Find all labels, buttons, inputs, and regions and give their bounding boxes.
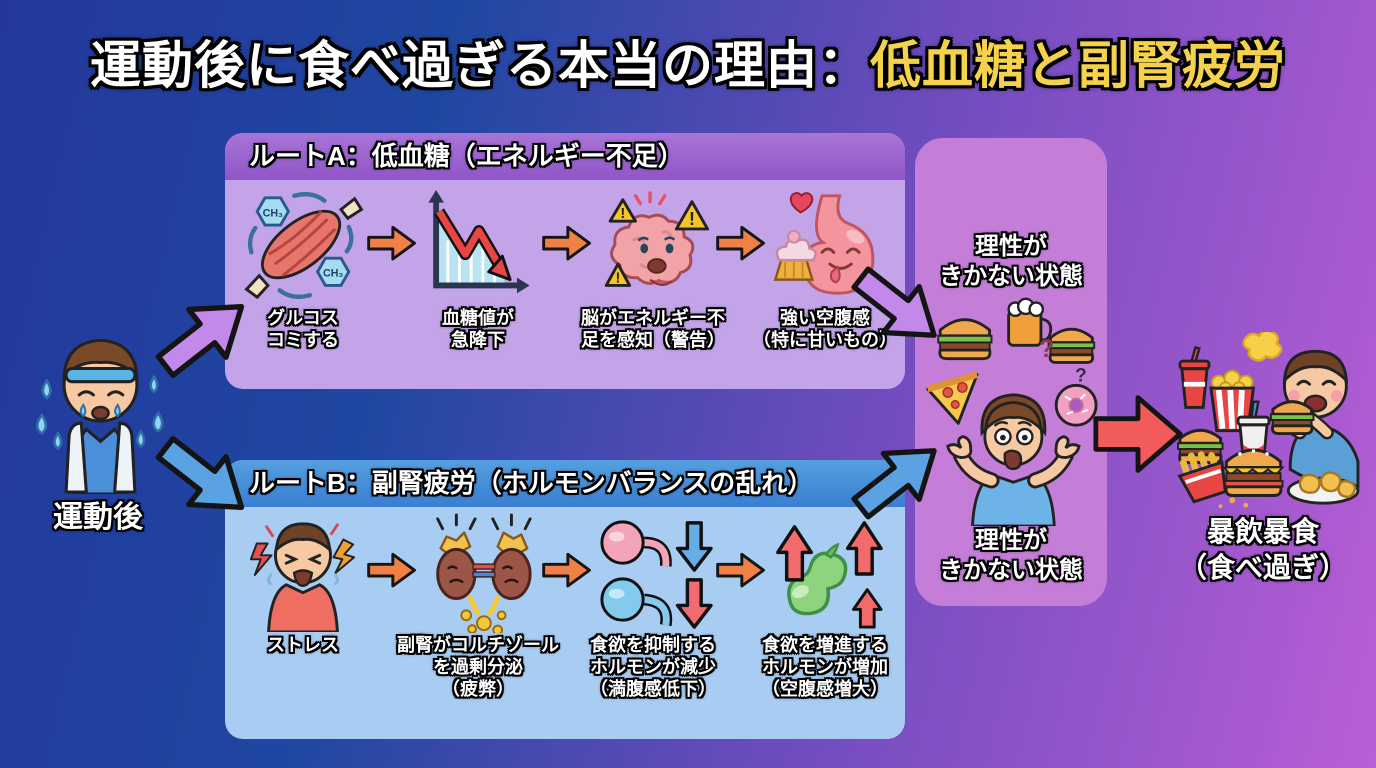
- start-to-route-b-arrow: [155, 435, 245, 510]
- title-highlight: 低血糖と副腎疲労: [870, 37, 1287, 94]
- convergence-bottom-label: 理性が きかない状態: [939, 527, 1083, 584]
- route-a-step-1: CH₃ CH₃ グルコス コミする: [215, 180, 391, 352]
- route-b-step-4-label: 食欲を増進する ホルモンが増加 （空腹感増大）: [762, 635, 888, 699]
- pizza-slice-icon: [926, 371, 979, 425]
- brain-warning-icon: ! ! !: [604, 191, 709, 287]
- burger-icon: [1047, 327, 1096, 364]
- svg-text:?: ?: [1039, 336, 1054, 363]
- svg-text:CH₃: CH₃: [263, 207, 283, 219]
- route-b-step-2-label: 副腎がコルチゾール を過剰分泌 （疲弊）: [397, 635, 559, 699]
- flow-arrow-icon: [716, 225, 765, 261]
- route-b-step-1: ストレス: [215, 507, 391, 657]
- confused-overwhelmed-person-icon: ? ?: [926, 297, 1098, 526]
- exhausted-athlete-icon: [36, 338, 164, 494]
- cheeseburger-icon: [1222, 448, 1285, 497]
- start-label: 運動後: [53, 501, 143, 534]
- route-a-to-convergence-arrow: [851, 266, 937, 338]
- convergence-to-result-arrow: [1093, 395, 1183, 473]
- svg-text:CH₃: CH₃: [323, 268, 343, 280]
- flow-arrow-icon: [542, 225, 591, 261]
- route-a-panel: ルートA：低血糖（エネルギー不足） CH₃: [225, 133, 905, 389]
- route-b-step-4: 食欲を増進する ホルモンが増加 （空腹感増大）: [737, 507, 913, 701]
- fries-icon: [1177, 451, 1227, 504]
- muscle-glucose-icon: CH₃ CH₃: [244, 192, 364, 300]
- soda-cup-icon: [1178, 346, 1211, 409]
- binge-eating-scene-icon: [1177, 332, 1360, 509]
- convergence-top-label: 理性が きかない状態: [939, 233, 1083, 290]
- route-b-step-3: 食欲を抑制する ホルモンが減少 （満腹感低下）: [565, 507, 741, 701]
- burger-icon: [937, 318, 993, 361]
- donut-icon: [1054, 383, 1098, 427]
- svg-text:?: ?: [1075, 365, 1087, 386]
- route-a-step-1-label: グルコス コミする: [267, 308, 339, 350]
- start-to-route-a-arrow: [155, 304, 245, 379]
- route-a-step-4-label: 強い空腹感 （特に甘いもの）: [753, 308, 897, 350]
- route-b-step-1-label: ストレス: [267, 635, 339, 655]
- stressed-person-icon: [249, 522, 356, 632]
- route-b-step-3-label: 食欲を抑制する ホルモンが減少 （満腹感低下）: [590, 635, 716, 699]
- title-main: 運動後に食べ過ぎる本当の理由：: [89, 37, 870, 94]
- page-title: 運動後に食べ過ぎる本当の理由：低血糖と副腎疲労: [0, 24, 1376, 98]
- result-label: 暴飲暴食 （食べ過ぎ）: [1178, 516, 1347, 584]
- held-burger-icon: [1269, 400, 1315, 436]
- svg-text:!: !: [616, 271, 621, 287]
- blood-sugar-drop-chart-icon: [428, 190, 530, 294]
- convergence-panel: 理性が きかない状態: [915, 138, 1107, 606]
- route-a-step-3-label: 脳がエネルギー不 足を感知（警告）: [581, 308, 725, 350]
- route-b-panel: ルートB：副腎疲労（ホルモンバランスの乱れ）: [225, 460, 905, 739]
- flow-arrow-icon: [367, 552, 416, 588]
- stomach-sweet-craving-icon: [773, 192, 875, 295]
- route-b-step-2: 副腎がコルチゾール を過剰分泌 （疲弊）: [390, 507, 566, 701]
- flow-arrow-icon: [716, 552, 765, 588]
- svg-text:!: !: [689, 208, 695, 229]
- svg-text:!: !: [620, 206, 625, 222]
- flow-arrow-icon: [542, 552, 591, 588]
- hormone-increase-icon: [776, 521, 883, 629]
- route-a-header: ルートA：低血糖（エネルギー不足）: [225, 133, 905, 180]
- route-a-step-4: 強い空腹感 （特に甘いもの）: [737, 180, 913, 352]
- hormone-decrease-icon: [600, 520, 713, 629]
- route-b-to-convergence-arrow: [851, 448, 937, 520]
- route-b-header: ルートB：副腎疲労（ホルモンバランスの乱れ）: [225, 460, 905, 507]
- adrenal-cortisol-icon: [436, 513, 532, 633]
- nuggets-plate-icon: [1286, 471, 1360, 505]
- beer-mug-icon: [1007, 297, 1053, 347]
- route-a-step-2: 血糖値が 急降下: [390, 180, 566, 352]
- route-a-step-3: ! ! ! 脳がエネルギー不 足を感知（警告）: [565, 180, 741, 352]
- route-a-step-2-label: 血糖値が 急降下: [442, 308, 514, 350]
- flow-arrow-icon: [367, 225, 416, 261]
